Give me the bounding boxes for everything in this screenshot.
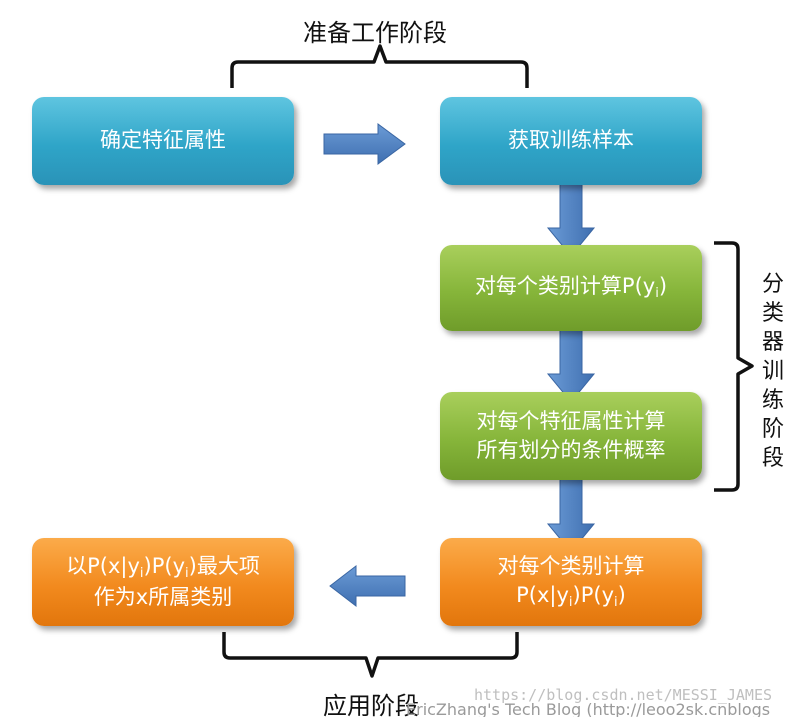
train-stage-char: 训: [761, 359, 784, 384]
get-samples-text: 获取训练样本: [508, 128, 634, 153]
max-term-line1: 以P(x|yi)P(yi)最大项: [66, 553, 260, 581]
blog-watermark: EricZhang's Tech Blog (http://leoo2sk.cn…: [406, 700, 771, 717]
arrow-down-2: [546, 321, 596, 403]
top-bracket: [230, 44, 529, 88]
compute-posterior-box: 对每个类别计算 P(x|yi)P(yi): [440, 538, 702, 626]
arrow-left: [329, 564, 406, 608]
determine-features-box: 确定特征属性: [32, 97, 294, 185]
compute-prior-box: 对每个类别计算P(yi): [440, 245, 702, 331]
prep-stage-label: 准备工作阶段: [303, 19, 447, 47]
train-stage-label: 分 类 器 训 练 阶 段: [758, 270, 788, 473]
train-stage-char: 分: [761, 272, 784, 297]
train-stage-char: 类: [761, 301, 784, 326]
compute-conditional-line1: 对每个特征属性计算: [476, 408, 666, 433]
compute-conditional-line2: 所有划分的条件概率: [476, 438, 666, 462]
train-stage-char: 段: [761, 446, 784, 471]
train-stage-char: 阶: [761, 417, 784, 442]
max-term-box: 以P(x|yi)P(yi)最大项 作为x所属类别: [32, 538, 294, 626]
right-bracket: [714, 241, 754, 492]
train-stage-char: 练: [761, 388, 784, 413]
compute-posterior-line1: 对每个类别计算: [497, 553, 645, 578]
arrow-right: [323, 123, 406, 165]
max-term-line2: 作为x所属类别: [93, 584, 233, 609]
csdn-watermark: https://blog.csdn.net/MESSI_JAMES: [474, 686, 773, 704]
arrow-down-1: [546, 173, 596, 257]
get-samples-box: 获取训练样本: [440, 97, 702, 185]
train-stage-char: 器: [761, 330, 784, 355]
apply-stage-label: 应用阶段: [323, 692, 419, 720]
bottom-bracket: [222, 632, 519, 678]
determine-features-text: 确定特征属性: [100, 128, 226, 153]
compute-conditional-box: 对每个特征属性计算 所有划分的条件概率: [440, 392, 702, 480]
compute-prior-text: 对每个类别计算P(yi): [474, 274, 668, 302]
compute-posterior-line2: P(x|yi)P(yi): [516, 583, 626, 611]
